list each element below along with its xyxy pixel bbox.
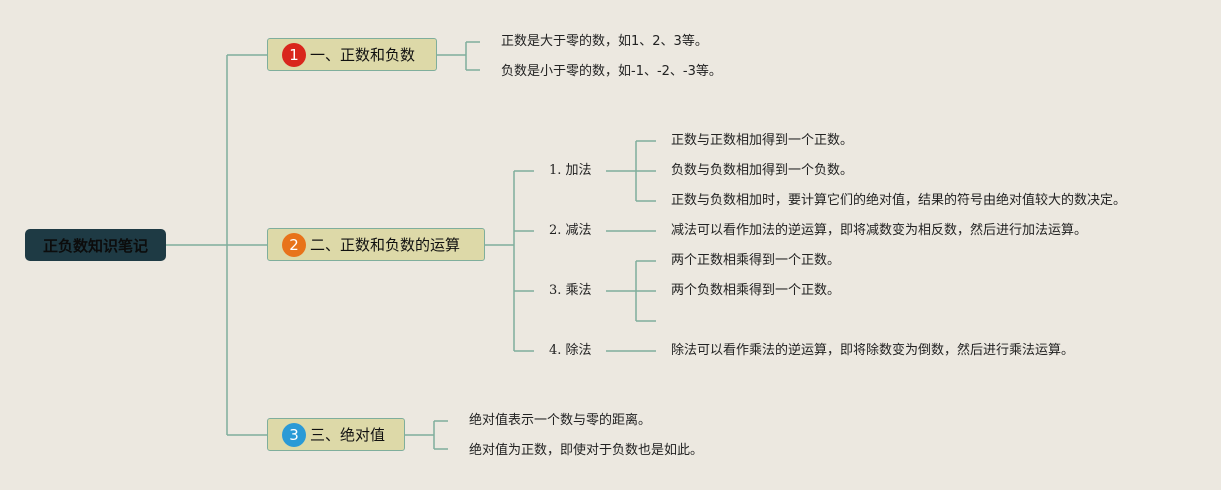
note[interactable]: 两个负数相乘得到一个正数。 [671, 283, 841, 298]
note[interactable]: 两个正数相乘得到一个正数。 [671, 253, 841, 268]
note[interactable]: 正数与负数相加时，要计算它们的绝对值，结果的符号由绝对值较大的数决定。 [671, 193, 1127, 208]
topic-absolute-value[interactable]: 3 三、绝对值 [267, 418, 405, 451]
subtopic-division[interactable]: 4. 除法 [549, 343, 592, 358]
note[interactable]: 除法可以看作乘法的逆运算，即将除数变为倒数，然后进行乘法运算。 [671, 343, 1075, 358]
root-node[interactable]: 正负数知识笔记 [25, 229, 166, 261]
note[interactable]: 负数是小于零的数，如-1、-2、-3等。 [501, 64, 722, 79]
number-badge-icon: 3 [282, 422, 306, 447]
root-label: 正负数知识笔记 [42, 236, 148, 255]
number-badge-icon: 2 [282, 232, 306, 257]
topic-positive-negative[interactable]: 1 一、正数和负数 [267, 38, 437, 71]
subtopic-multiplication[interactable]: 3. 乘法 [549, 283, 592, 298]
number-badge-icon: 1 [282, 42, 306, 67]
note[interactable]: 减法可以看作加法的逆运算，即将减数变为相反数，然后进行加法运算。 [671, 223, 1088, 238]
topic-label: 一、正数和负数 [310, 46, 416, 64]
topic-label: 三、绝对值 [310, 426, 386, 444]
note[interactable]: 绝对值为正数，即使对于负数也是如此。 [469, 443, 704, 458]
subtopic-addition[interactable]: 1. 加法 [549, 163, 592, 178]
topic-label: 二、正数和负数的运算 [310, 236, 461, 254]
note[interactable]: 正数与正数相加得到一个正数。 [671, 133, 854, 148]
note[interactable]: 正数是大于零的数，如1、2、3等。 [501, 34, 708, 49]
subtopic-subtraction[interactable]: 2. 减法 [549, 223, 592, 238]
note[interactable]: 绝对值表示一个数与零的距离。 [469, 413, 652, 428]
note[interactable]: 负数与负数相加得到一个负数。 [671, 163, 854, 178]
topic-operations[interactable]: 2 二、正数和负数的运算 [267, 228, 485, 261]
